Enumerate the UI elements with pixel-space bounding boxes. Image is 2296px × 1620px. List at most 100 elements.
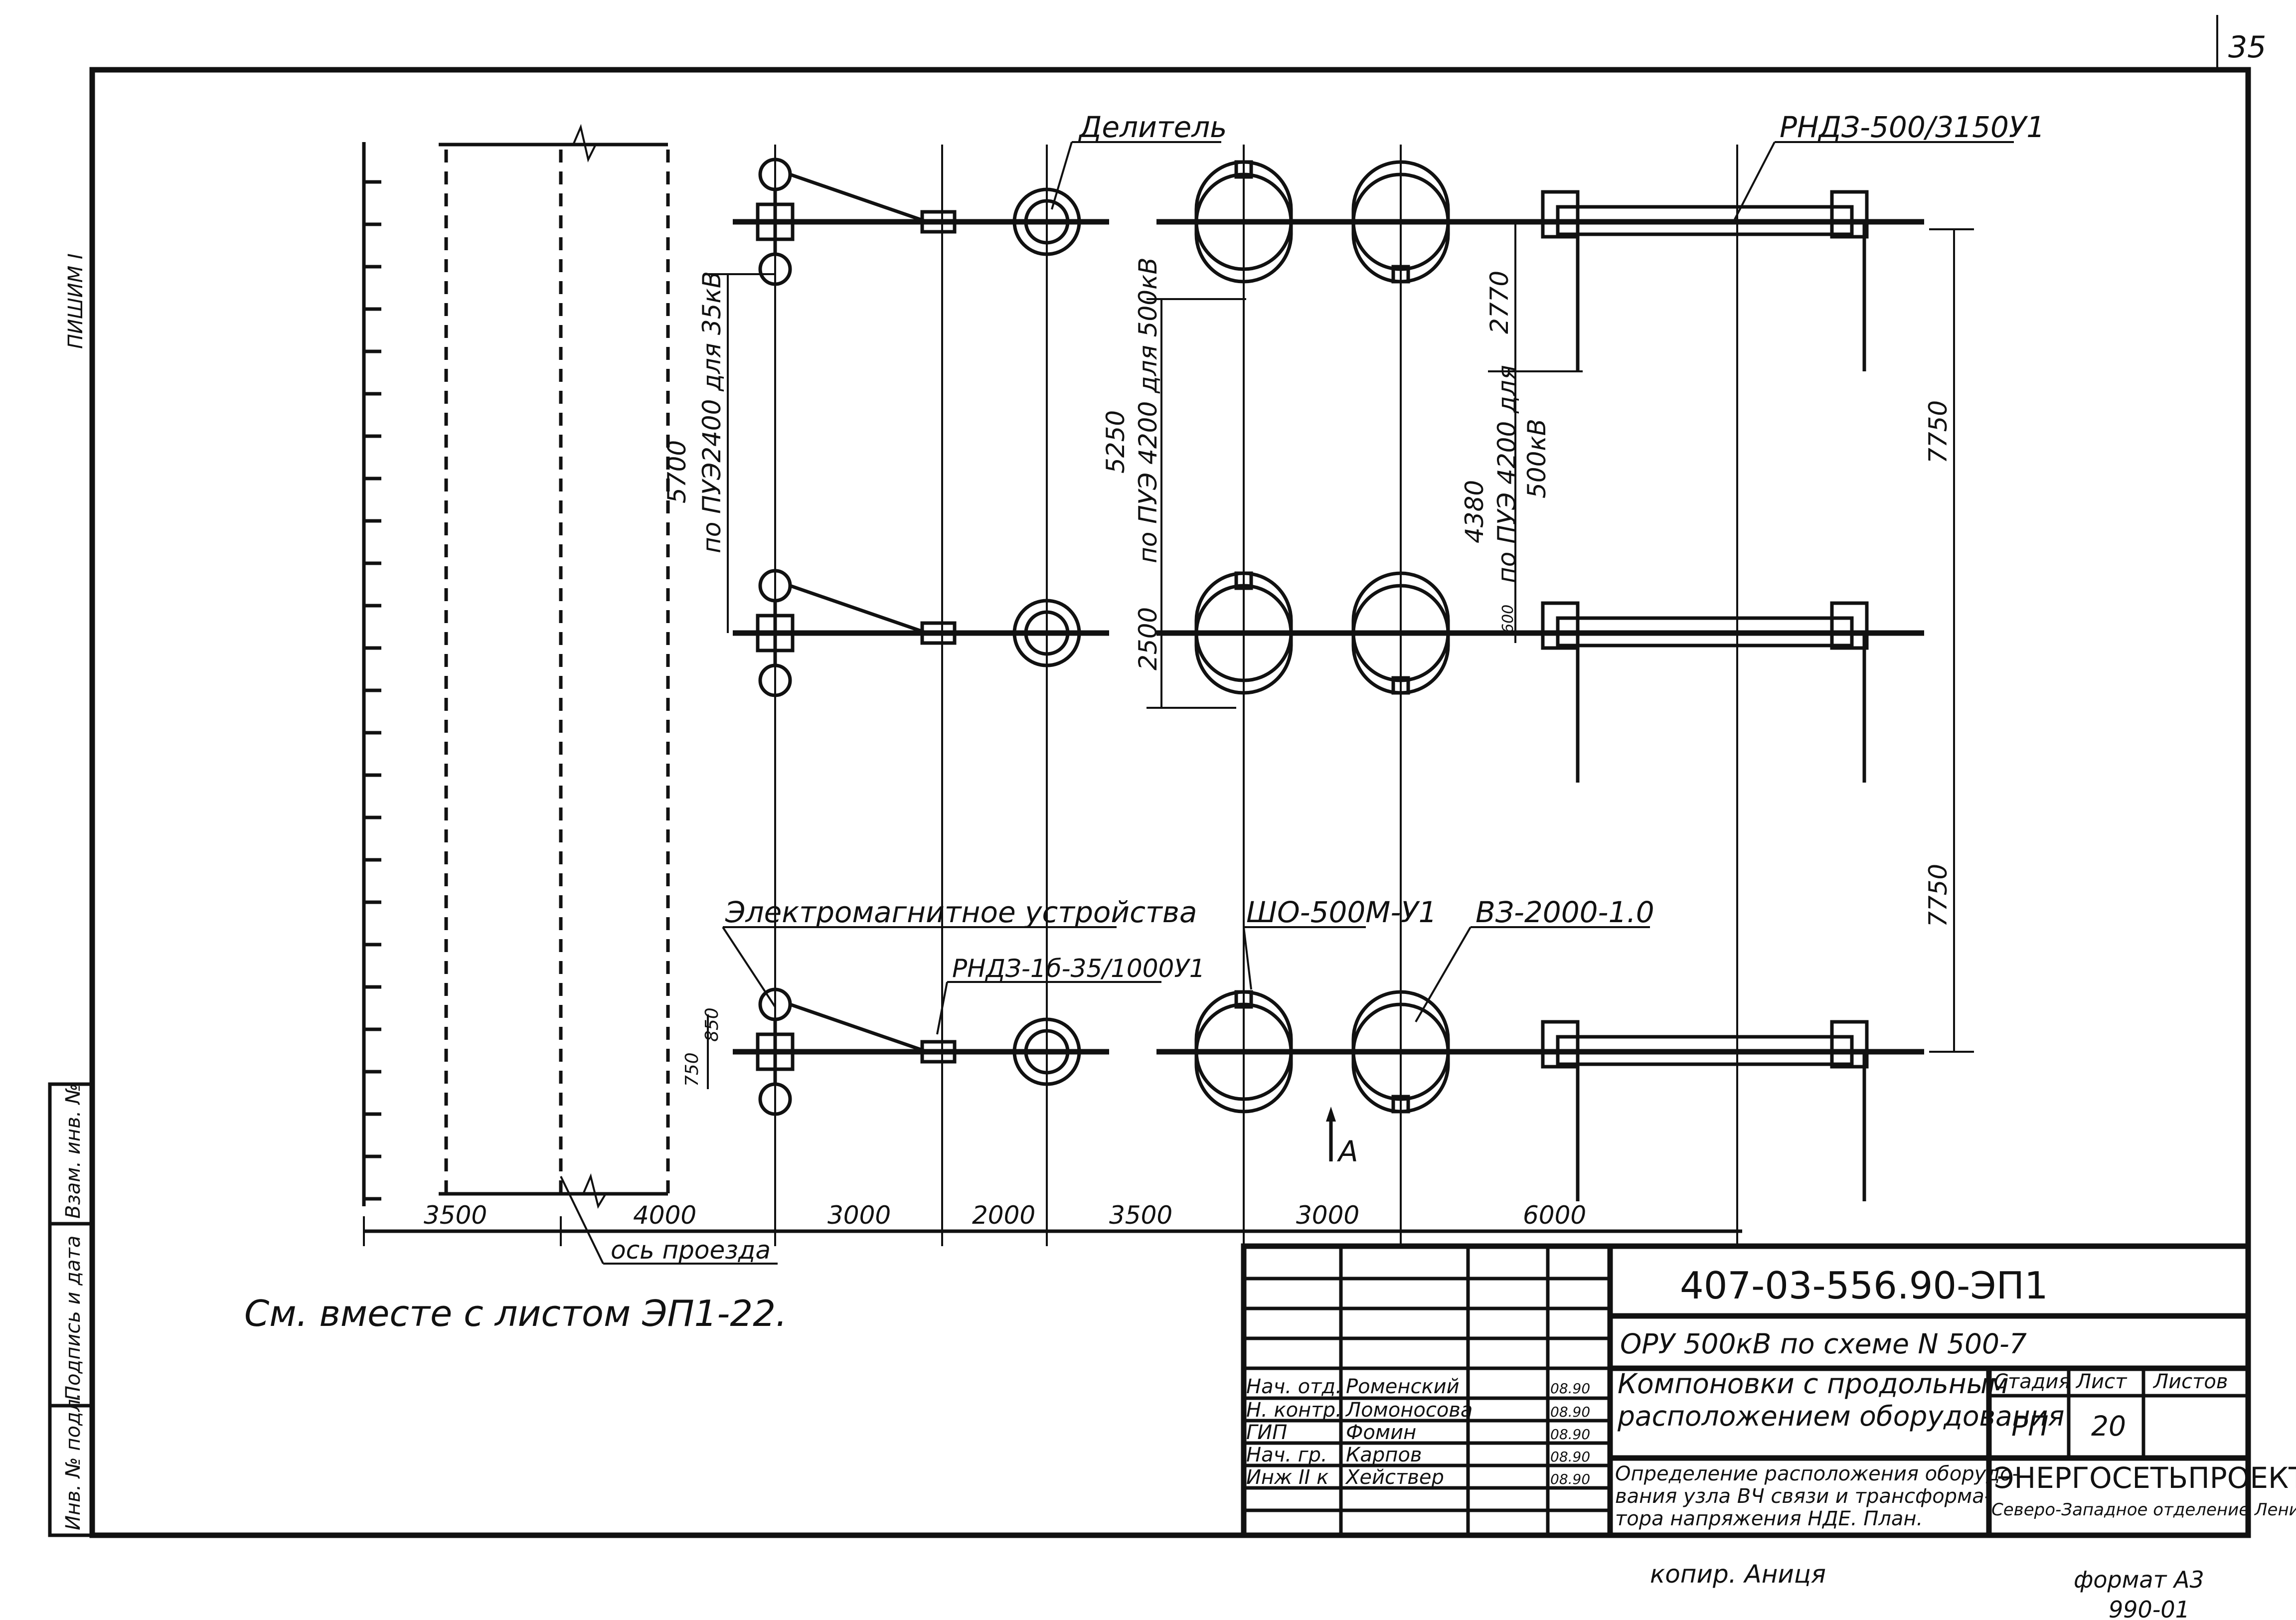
label-vz: ВЗ-2000-1.0: [1476, 895, 1654, 929]
rnd35-disconnector: [920, 1040, 957, 1064]
dim-4380: 4380: [1460, 480, 1489, 543]
dim-chain-bottom: 3500 4000 3000 2000 3500 3000 6000 ось п…: [363, 1176, 1742, 1265]
dims-vertical: 5700 по ПУЭ2400 для 35кВ 5250 по ПУЭ 420…: [662, 224, 1974, 1089]
dim-5700: 5700: [662, 440, 691, 503]
copied-by: копир. Аниця: [1650, 1560, 1826, 1589]
em-lead: [789, 172, 928, 224]
rnd35-disconnector: [920, 210, 957, 234]
page-number-box: 35: [2216, 15, 2266, 70]
divider-inner: [1024, 1029, 1070, 1075]
subtitle-line3: тора напряжения НДЕ. План.: [1615, 1507, 1923, 1530]
sig-date: 08.90: [1550, 1426, 1590, 1443]
margin-stamp: Взам. инв. № Подпись и дата Инв. № подл.…: [48, 253, 94, 1537]
rnd500-base-right: [1830, 601, 1869, 650]
dim-750: 750: [682, 1052, 702, 1087]
page-number: 35: [2228, 30, 2266, 65]
sig-role: Нач. гр.: [1246, 1444, 1327, 1466]
equipment-row-3: [733, 987, 1924, 1201]
dim-3000-b: 3000: [1296, 1201, 1359, 1230]
dim-4380-note2: 500кВ: [1522, 419, 1551, 498]
sig-date: 08.90: [1550, 1471, 1590, 1487]
dim-5700-note: по ПУЭ2400 для 35кВ: [697, 271, 726, 553]
trap-cap: [1391, 1095, 1410, 1114]
dim-850: 850: [702, 1007, 722, 1042]
dim-4380-note: по ПУЭ 4200 для: [1492, 365, 1521, 583]
divider-inner: [1024, 199, 1070, 245]
margin-top-fragment: ПИШИМ I: [64, 253, 87, 349]
label-rnd-35: РНДЗ-1б-35/1000У1: [952, 954, 1205, 983]
sig-name: Фомин: [1346, 1421, 1416, 1444]
equipment-row-2: [733, 569, 1924, 783]
roadway-strip: [439, 124, 670, 1209]
divider-outer: [1012, 187, 1081, 256]
dim-7750-top: 7750: [1924, 400, 1953, 464]
dim-4000: 4000: [633, 1201, 696, 1230]
subtitle-line2: вания узла ВЧ связи и трансформа-: [1615, 1485, 1991, 1508]
rnd500-base-right: [1830, 190, 1869, 239]
rnd500-frame: [1556, 1035, 1854, 1066]
sig-role: ГИП: [1246, 1421, 1287, 1444]
sig-name: Ломоносова: [1345, 1399, 1473, 1422]
equipment-rows: [733, 158, 1924, 1201]
rnd500-frame: [1556, 205, 1854, 236]
dim-3500-left: 3500: [424, 1201, 487, 1230]
sheet-title: Компоновки с продольным: [1618, 1368, 2009, 1400]
axis-drive-label: ось проезда: [611, 1236, 771, 1265]
dim-5250-note: по ПУЭ 4200 для 500кВ: [1134, 257, 1162, 563]
sheet-header: Лист: [2075, 1370, 2128, 1393]
dim-6000: 6000: [1523, 1201, 1586, 1230]
margin-inv-orig: Инв. № подл.: [62, 1393, 85, 1530]
sig-role: Нач. отд.: [1246, 1375, 1342, 1398]
object-title: ОРУ 500кВ по схеме N 500-7: [1620, 1328, 2027, 1360]
label-rnd-500: РНДЗ-500/3150У1: [1780, 110, 2045, 144]
sig-date: 08.90: [1550, 1380, 1590, 1397]
sig-role: Инж II к: [1246, 1466, 1328, 1489]
label-shd: ШО-500М-У1: [1246, 895, 1437, 929]
dim-3500-mid: 3500: [1109, 1201, 1172, 1230]
rnd500-base-right: [1830, 1020, 1869, 1069]
subtitle-line1: Определение расположения оборудо-: [1615, 1462, 2019, 1485]
dim-600: 600: [1499, 605, 1517, 633]
em-lead: [789, 1002, 928, 1054]
rnd500-frame: [1556, 616, 1854, 648]
format-note: формат А3: [2074, 1566, 2204, 1593]
sig-role: Н. контр.: [1246, 1399, 1342, 1422]
divider-outer: [1012, 599, 1081, 667]
rnd35-disconnector: [920, 621, 957, 645]
divider-inner: [1024, 610, 1070, 656]
label-divider: Делитель: [1078, 110, 1227, 144]
rnd500-base-left: [1541, 601, 1580, 650]
dim-2500: 2500: [1134, 607, 1162, 670]
sheet-no-value: 20: [2091, 1410, 2126, 1442]
sig-date: 08.90: [1550, 1449, 1590, 1465]
trap-cap: [1391, 265, 1410, 284]
dim-3000-a: 3000: [827, 1201, 891, 1230]
rnd500-base-left: [1541, 190, 1580, 239]
sheet-title-line2: расположением оборудования: [1617, 1400, 2064, 1432]
sheets-header: Листов: [2152, 1370, 2228, 1393]
dim-2770: 2770: [1485, 271, 1514, 334]
organization: ЭНЕРГОСЕТЬПРОЕКТ: [1994, 1461, 2296, 1495]
sheet-frame: [89, 67, 2251, 1538]
divider-outer: [1012, 1017, 1081, 1086]
ruler-left: [362, 142, 381, 1206]
view-a-arrow: [1326, 1107, 1336, 1122]
drawing-code: 407-03-556.90-ЭП1: [1680, 1264, 2048, 1307]
view-a-label: А: [1336, 1134, 1358, 1168]
sig-name: Роменский: [1346, 1375, 1460, 1398]
margin-inv-replace: Взам. инв. №: [62, 1083, 85, 1219]
filter-cap: [1234, 160, 1253, 179]
see-also-note: См. вместе с листом ЭП1-22.: [244, 1293, 787, 1334]
sig-date: 08.90: [1550, 1404, 1590, 1420]
stage-value: РП: [2011, 1410, 2049, 1442]
label-em-device: Электромагнитное устройства: [725, 895, 1197, 929]
branch-line: Северо-Западное отделение Ленинград: [1991, 1500, 2296, 1520]
stage-header: Стадия: [1994, 1370, 2070, 1393]
filter-cap: [1234, 990, 1253, 1009]
dim-5250: 5250: [1101, 410, 1130, 474]
sig-name: Карпов: [1346, 1444, 1422, 1466]
margin-sign-date: Подпись и дата: [62, 1236, 85, 1401]
sig-name: Хействер: [1345, 1466, 1444, 1489]
filter-cap: [1234, 571, 1253, 590]
